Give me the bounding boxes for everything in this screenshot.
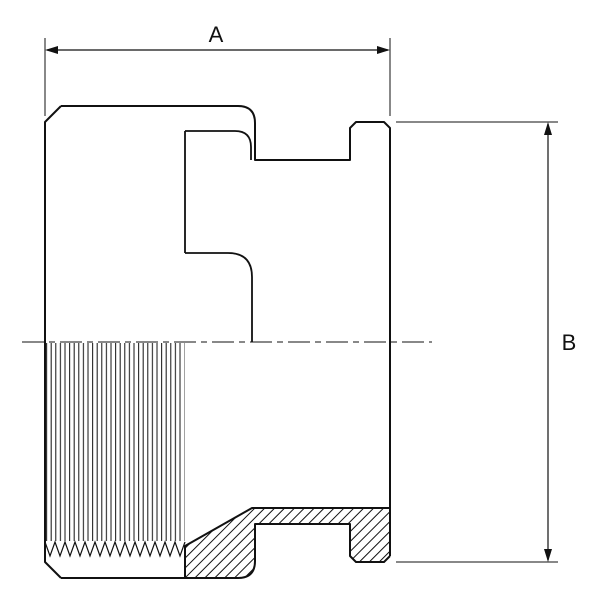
dimension-a-label: A xyxy=(209,22,224,47)
dimension-a: A xyxy=(44,22,391,116)
dimension-a-extension-lines xyxy=(44,38,391,116)
dimension-b-extension-lines xyxy=(396,121,558,563)
section-hatching xyxy=(185,508,390,578)
dimension-b-arrow-top-icon xyxy=(544,122,552,135)
internal-step-lines xyxy=(184,130,253,342)
dimension-a-arrow-right-icon xyxy=(377,46,390,54)
dimension-a-arrow-left-icon xyxy=(45,46,58,54)
internal-thread-lines xyxy=(45,343,185,541)
thread-profile-zigzag xyxy=(44,540,186,558)
body-silhouette xyxy=(44,105,391,579)
dimension-b: B xyxy=(396,121,577,563)
bore-and-shoulder-edges xyxy=(184,507,390,578)
dimension-b-arrow-bottom-icon xyxy=(544,549,552,562)
part-outline xyxy=(44,105,391,579)
dimension-b-label: B xyxy=(562,330,577,355)
